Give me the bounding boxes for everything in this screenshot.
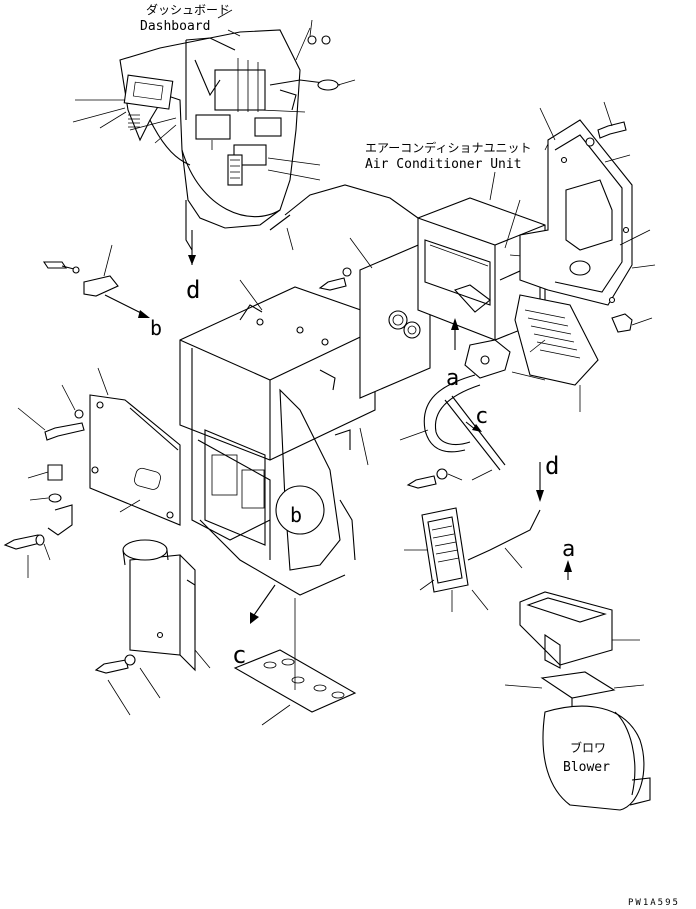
ref-arrow-a-right: a: [562, 537, 575, 580]
side-cover-plate: [89, 367, 181, 526]
ref-letter-d-right: d: [545, 452, 559, 480]
grommet-plate: [318, 237, 431, 399]
right-fasteners: [585, 101, 653, 333]
dashboard-label-en: Dashboard: [140, 19, 210, 34]
ref-letter-b-left: b: [150, 316, 162, 340]
drawing-number: PW1A595: [628, 898, 680, 908]
blower-assembly: [504, 591, 651, 811]
dashboard-label-jp: ダッシュボード: [146, 2, 230, 17]
main-frame: b: [179, 279, 376, 596]
aircon-label-en: Air Conditioner Unit: [365, 157, 522, 172]
left-fasteners: [3, 384, 85, 578]
ref-letter-d-top: d: [186, 276, 200, 304]
bracket-b-assembly: b: [42, 244, 162, 340]
dashboard-label: ダッシュボード Dashboard: [140, 2, 241, 37]
ref-arrow-c-left: c: [232, 584, 276, 669]
ref-arrow-a-mid: a: [446, 318, 459, 391]
ref-arrow-d-top: d: [186, 230, 200, 304]
blower-label: ブロワ Blower: [563, 740, 610, 775]
ref-letter-c-left: c: [232, 641, 246, 669]
hoses: c: [399, 374, 506, 481]
mounting-bracket-right: [519, 107, 656, 306]
bottom-bolt: [94, 654, 161, 716]
aircon-label-jp: エアーコンディショナユニット: [365, 140, 531, 155]
outlet-panel: [464, 294, 599, 412]
ref-letter-a-mid: a: [446, 366, 459, 391]
duct-box: [122, 539, 211, 672]
ref-arrow-d-right: d: [536, 452, 559, 502]
ref-letter-a-right: a: [562, 537, 575, 562]
floor-plate: [233, 598, 357, 726]
dashboard-assembly: [72, 19, 356, 251]
center-fasteners: [406, 468, 463, 489]
blower-label-en: Blower: [563, 760, 610, 775]
vent-filter: [404, 507, 541, 612]
ref-letter-b-center: b: [290, 503, 302, 527]
ref-letter-c-right: c: [475, 404, 488, 429]
blower-label-jp: ブロワ: [570, 740, 606, 755]
